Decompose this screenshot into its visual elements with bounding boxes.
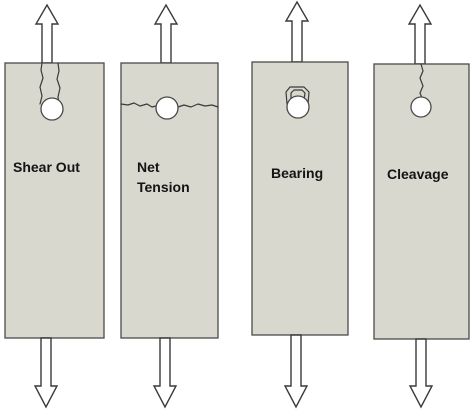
tension-load-arrow-up-icon bbox=[407, 3, 433, 65]
tension-load-arrow-up-icon bbox=[284, 0, 310, 63]
bolt-hole bbox=[155, 96, 179, 120]
failure-mode-label: Shear Out bbox=[13, 159, 80, 175]
specimen-net-tension: Net Tension bbox=[120, 3, 219, 409]
tension-load-arrow-up-icon bbox=[34, 3, 60, 64]
tension-load-arrow-down-icon bbox=[33, 337, 59, 409]
bolt-hole bbox=[410, 96, 432, 118]
net-tension-crack-right bbox=[177, 103, 219, 108]
tension-load-arrow-down-icon bbox=[283, 334, 309, 409]
shear-out-crack-right bbox=[56, 62, 61, 105]
specimen-bearing: Bearing bbox=[251, 0, 349, 409]
specimen-cleavage: Cleavage bbox=[373, 3, 470, 409]
tension-load-arrow-up-icon bbox=[153, 3, 179, 64]
specimen-shear-out: Shear Out bbox=[4, 3, 105, 409]
failure-mode-label-line-1: Net bbox=[137, 159, 160, 175]
failure-mode-label-line-2: Tension bbox=[137, 179, 190, 195]
bearing-crush-zone-outer bbox=[285, 86, 310, 105]
bearing-crush-zone-inner bbox=[290, 89, 306, 101]
cleavage-crack bbox=[419, 63, 424, 99]
bolt-hole bbox=[286, 95, 310, 119]
bolt-hole bbox=[40, 97, 64, 121]
net-tension-crack-left bbox=[120, 102, 157, 108]
failure-mode-label: Bearing bbox=[271, 165, 323, 181]
specimen-plate bbox=[120, 62, 219, 339]
shear-out-crack-left bbox=[39, 62, 44, 105]
tension-load-arrow-down-icon bbox=[408, 338, 434, 409]
failure-mode-label: Cleavage bbox=[387, 166, 449, 182]
tension-load-arrow-down-icon bbox=[152, 337, 178, 409]
